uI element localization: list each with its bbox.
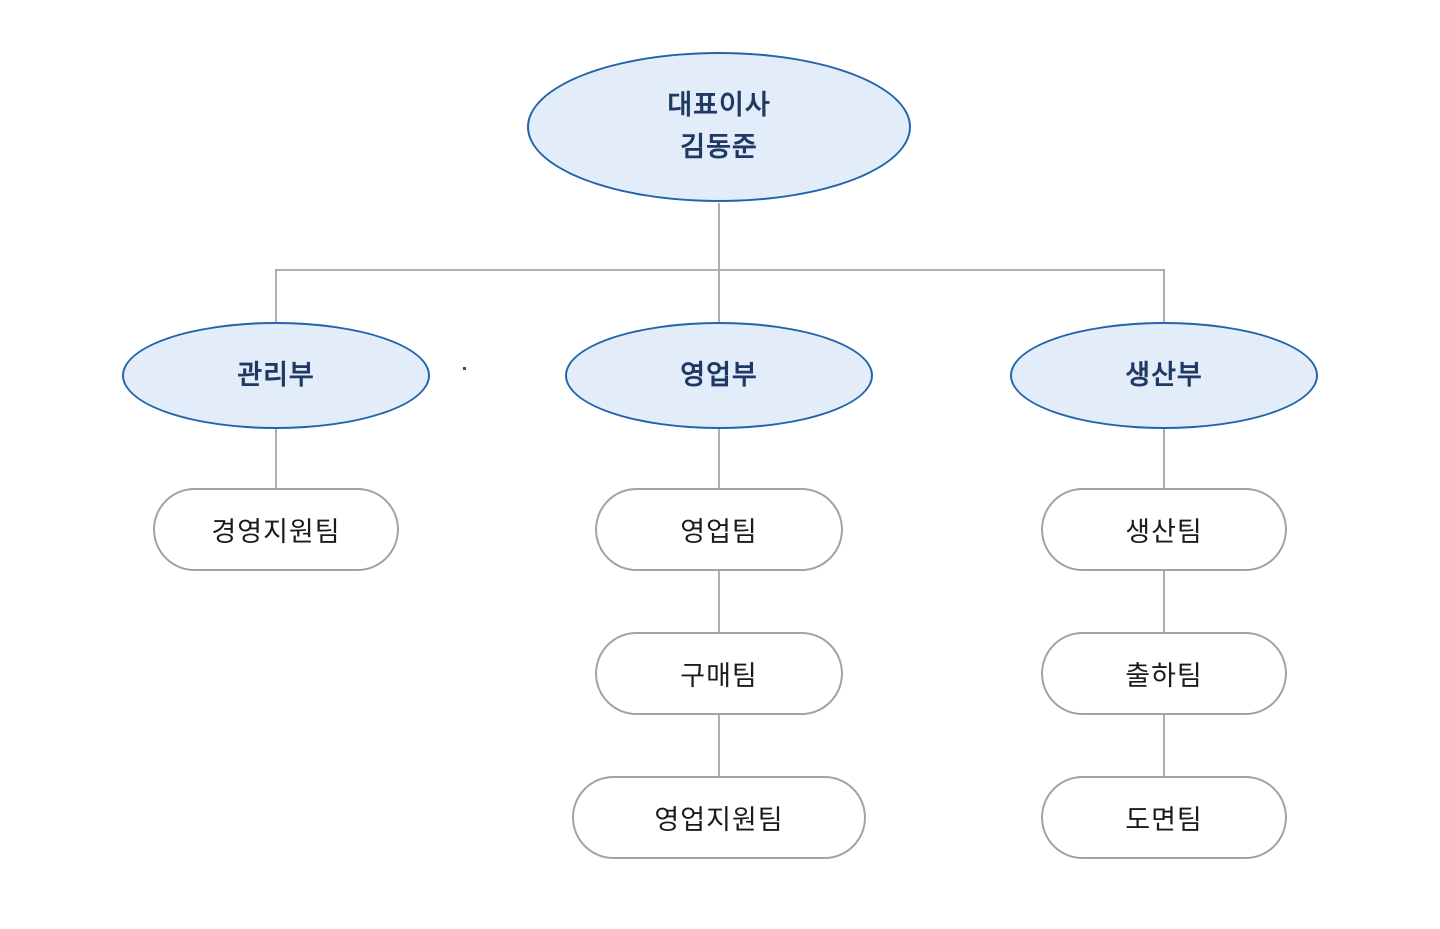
node-dept-sales: 영업부 [565, 322, 873, 429]
node-team-sales: 영업팀 [595, 488, 843, 571]
node-ceo: 대표이사 김동준 [527, 52, 911, 202]
team-label: 도면팀 [1125, 805, 1203, 835]
node-team-production: 생산팀 [1041, 488, 1287, 571]
team-label: 영업지원팀 [654, 805, 784, 835]
ceo-title: 대표이사 [667, 90, 771, 121]
dept-label: 관리부 [237, 359, 315, 390]
node-team-management-support: 경영지원팀 [153, 488, 399, 571]
ceo-name: 김동준 [680, 132, 758, 162]
node-team-drawing: 도면팀 [1041, 776, 1287, 859]
team-label: 생산팀 [1125, 517, 1203, 547]
node-team-shipping: 출하팀 [1041, 632, 1287, 715]
team-label: 영업팀 [680, 517, 758, 547]
team-label: 출하팀 [1125, 661, 1203, 691]
node-dept-production: 생산부 [1010, 322, 1318, 429]
team-label: 경영지원팀 [211, 517, 341, 547]
node-dept-management: 관리부 [122, 322, 430, 429]
dept-label: 영업부 [680, 359, 758, 390]
node-team-purchasing: 구매팀 [595, 632, 843, 715]
node-team-sales-support: 영업지원팀 [572, 776, 866, 859]
dept-label: 생산부 [1125, 359, 1203, 390]
stray-dot [463, 367, 466, 370]
team-label: 구매팀 [680, 661, 758, 691]
